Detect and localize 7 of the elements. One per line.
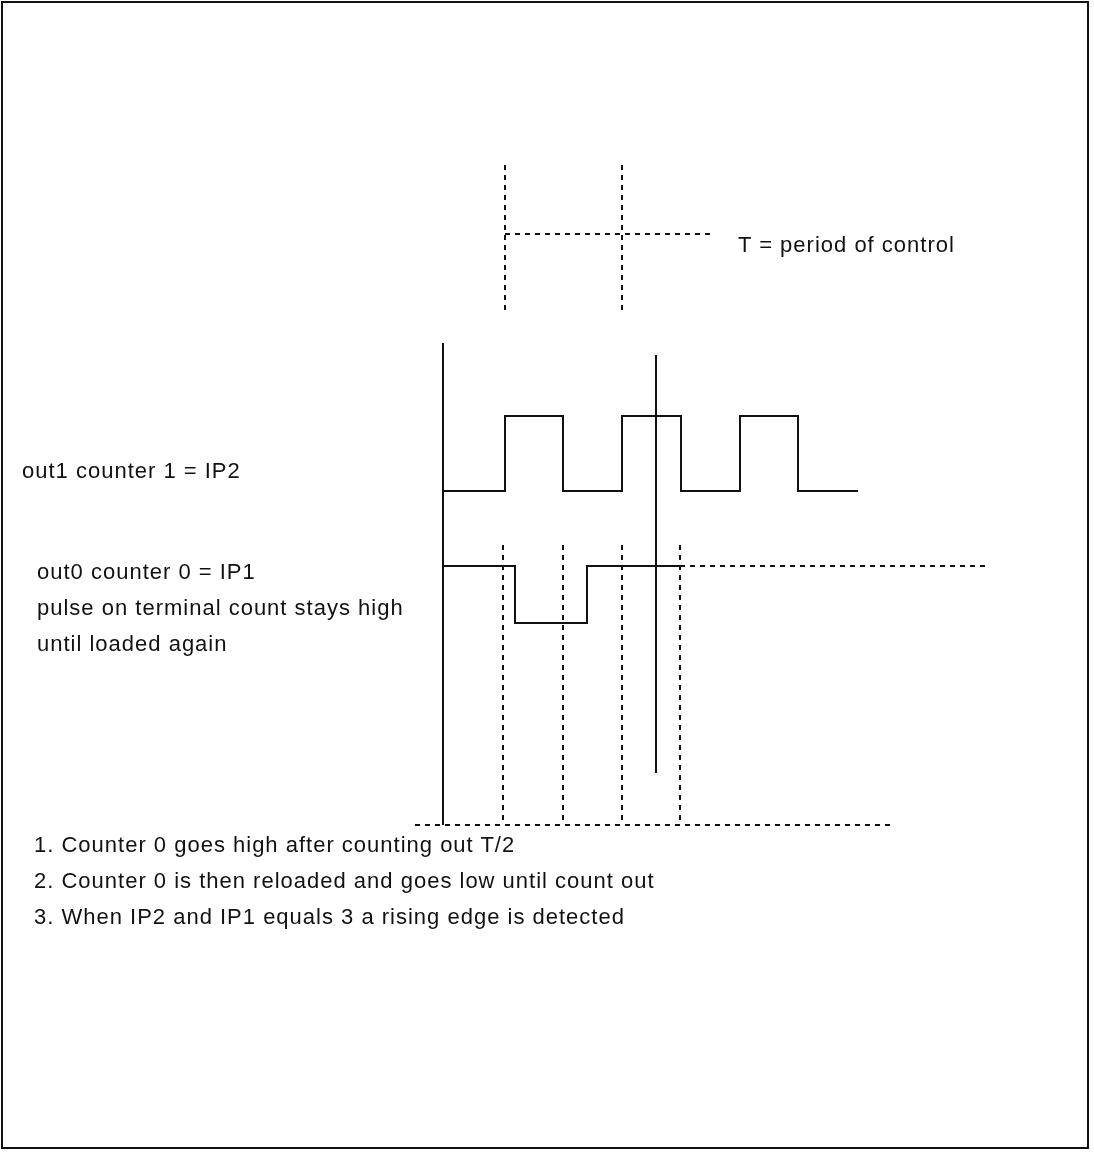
signal-label: out1 counter 1 = IP2 — [22, 457, 241, 485]
signal-description: pulse on terminal count stays high until loaded again — [37, 594, 405, 658]
signal-label: out0 counter 0 = IP1 — [37, 558, 256, 586]
note-text: 1. Counter 0 goes high after counting out T/2 — [34, 831, 516, 859]
note-text: 3. When IP2 and IP1 equals 3 a rising edge is detected — [34, 903, 625, 931]
note-text: 2. Counter 0 is then reloaded and goes low until count out — [34, 867, 655, 895]
period-label: T = period of control — [738, 231, 955, 259]
